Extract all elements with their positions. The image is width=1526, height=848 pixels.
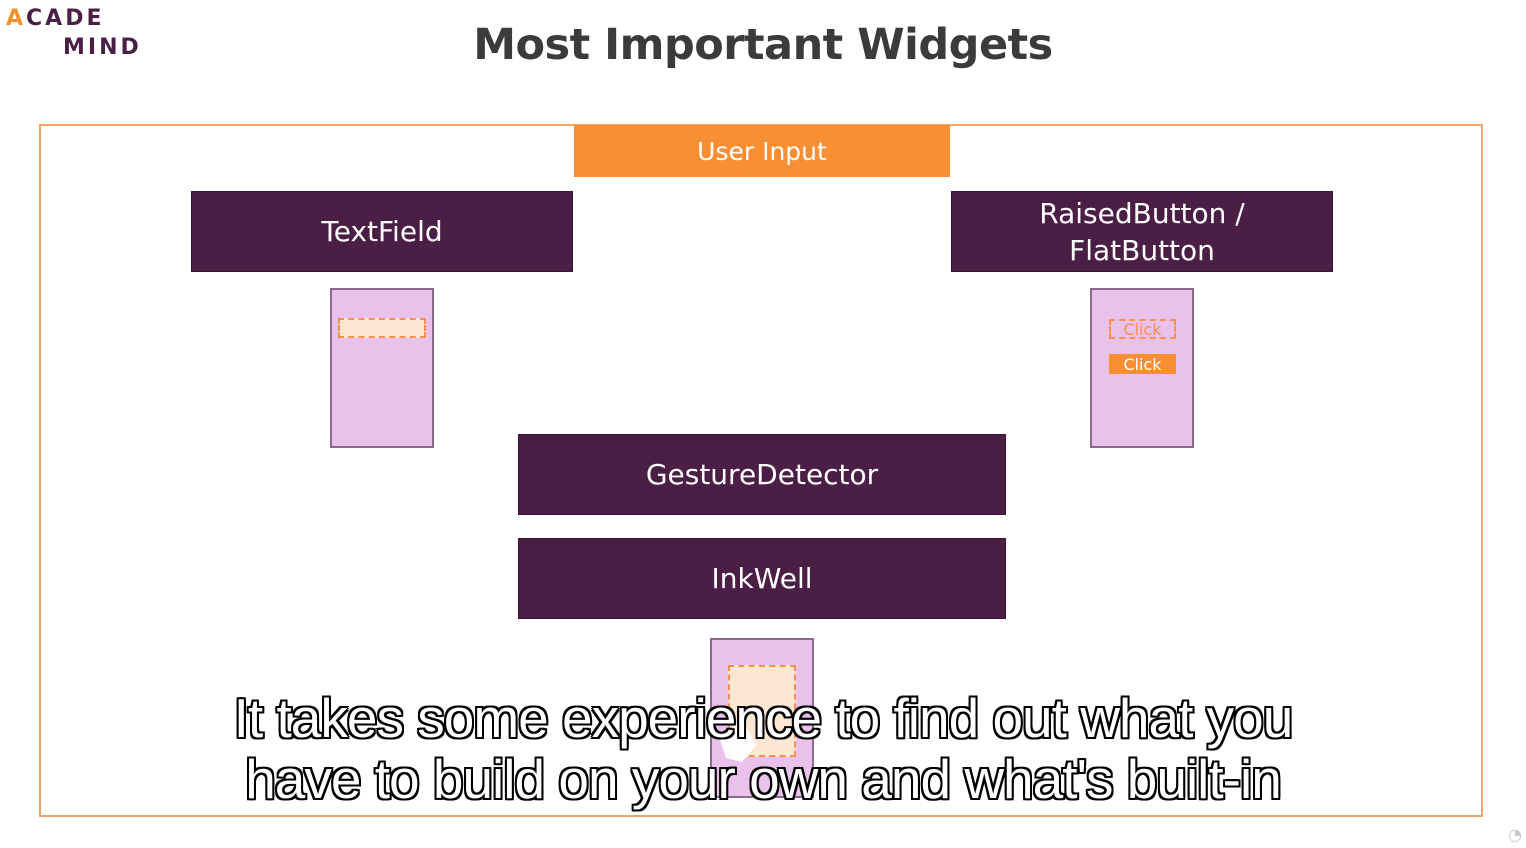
academind-logo: ACADE MIND — [6, 2, 156, 64]
category-header: User Input — [574, 125, 950, 177]
logo-line-1-text: CADE — [26, 6, 105, 31]
subtitle-line-1: It takes some experience to find out wha… — [233, 687, 1294, 749]
text-input-mock — [338, 318, 426, 338]
widget-gesturedetector: GestureDetector — [518, 434, 1006, 515]
phone-mockup-textfield — [330, 288, 434, 448]
widget-inkwell: InkWell — [518, 538, 1006, 619]
phone-mockup-buttons: Click Click — [1090, 288, 1194, 448]
tap-area-mock — [728, 665, 796, 757]
phone-mockup-inkwell — [710, 638, 814, 798]
widget-button-line-1: RaisedButton / — [1039, 196, 1245, 230]
video-subtitle: It takes some experience to find out wha… — [0, 688, 1526, 810]
slide-title: Most Important Widgets — [473, 20, 1053, 70]
widget-textfield: TextField — [191, 191, 573, 272]
flat-button-mock: Click — [1109, 319, 1176, 339]
raised-button-mock: Click — [1109, 354, 1176, 374]
subtitle-line-2: have to build on your own and what's bui… — [245, 748, 1282, 810]
corner-watermark-icon: ◔ — [1508, 825, 1522, 844]
ripple-shape — [720, 720, 757, 762]
widget-button: RaisedButton / FlatButton — [951, 191, 1333, 272]
logo-line-2: MIND — [63, 35, 142, 60]
logo-line-1: ACADE — [6, 6, 105, 31]
logo-mark: A — [6, 6, 27, 31]
widget-button-line-2: FlatButton — [1069, 233, 1215, 267]
